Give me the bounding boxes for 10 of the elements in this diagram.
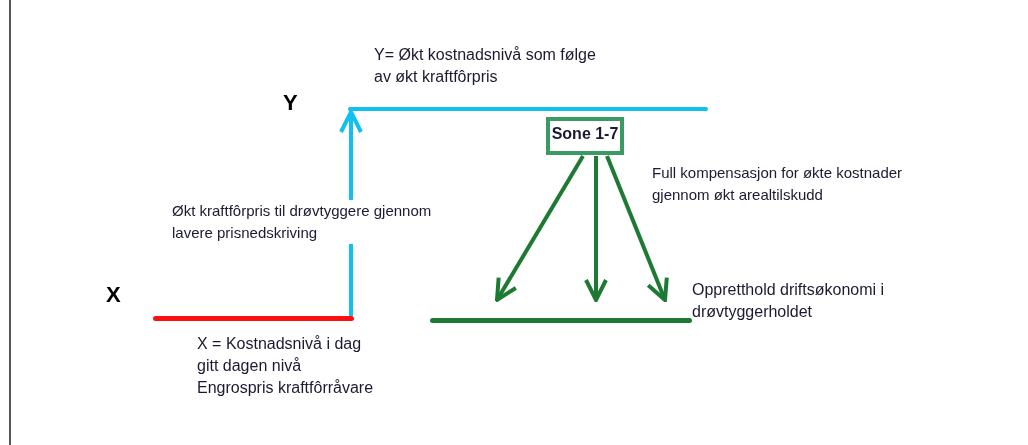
goal-description: Oppretthold driftsøkonomi i drøvtyggerholdet bbox=[692, 280, 886, 322]
edge-label: Økt kraftfôrpris til drøvtyggere gjennom lavere prisnedskriving bbox=[172, 200, 434, 244]
axis-letter: Y bbox=[283, 90, 298, 116]
arrow bbox=[495, 154, 585, 302]
zone-box: Sone 1-7 bbox=[546, 117, 624, 155]
level-description: Y= Økt kostnadsnivå som følge av økt kraftfôrpris bbox=[374, 45, 597, 87]
arrow bbox=[605, 155, 669, 302]
level-description: X = Kostnadsnivå i dag gitt dagen nivå Engrospris kraftfôrråvare bbox=[197, 334, 375, 398]
axis-letter: X bbox=[106, 282, 121, 308]
arrow bbox=[584, 156, 608, 302]
